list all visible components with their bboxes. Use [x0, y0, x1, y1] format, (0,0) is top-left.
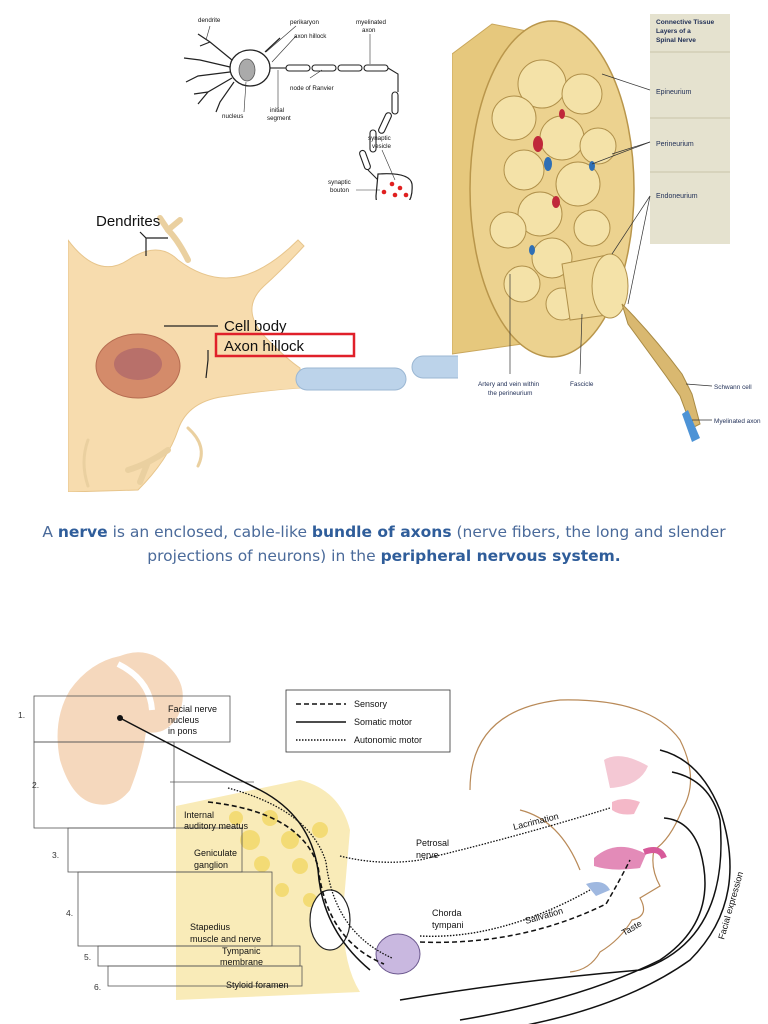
dendrite-lines [183, 33, 281, 113]
legend-title-3: Spinal Nerve [656, 37, 696, 44]
label-tympanic-1: Tympanic [222, 946, 261, 956]
cell-body-shape [68, 239, 305, 492]
label-geniculate-1: Geniculate [194, 848, 237, 858]
facial-nerve-diagram: 1. 2. 3. 4. 5. 6. Sensory Somatic motor … [18, 652, 745, 1024]
caption-text-1: A [42, 523, 58, 541]
label-synaptic-bouton-1: synaptic [328, 179, 351, 186]
label-lacrimation: Lacrimation [512, 811, 560, 832]
label-initial-segment-1: initial [270, 107, 284, 114]
label-artery-vein-2: the perineurium [488, 390, 532, 397]
axon-hillock-highlight-box [214, 332, 356, 358]
label-styloid: Styloid foramen [226, 980, 289, 990]
label-tympanic-2: membrane [220, 957, 263, 967]
axon-core [682, 410, 700, 442]
label-axon-hillock: Axon hillock [224, 338, 305, 355]
lacrimal-gland [612, 799, 640, 815]
label-stapedius-2: muscle and nerve [190, 934, 261, 944]
level-3: 3. [52, 850, 59, 860]
label-chorda-2: tympani [432, 920, 464, 930]
pons-shape [57, 652, 183, 805]
label-taste: Taste [620, 918, 644, 937]
label-petrosal-2: nerve [416, 850, 439, 860]
cell-leaders [139, 231, 218, 379]
head-outline [469, 699, 692, 973]
legend-epineurium: Epineurium [656, 89, 692, 96]
nucleus-shape [238, 58, 256, 82]
nerve-definition-caption: A nerve is an enclosed, cable-like bundl… [40, 520, 728, 568]
caption-term-nerve: nerve [57, 523, 108, 541]
label-facial-nucleus-3: in pons [168, 726, 198, 736]
level-2: 2. [32, 780, 39, 790]
label-node-of-ranvier: node of Ranvier [290, 85, 334, 92]
label-initial-segment-2: segment [267, 115, 291, 122]
neuron-schematic: dendrite perikaryon axon hillock myelina… [183, 17, 413, 218]
label-facial-nucleus-2: nucleus [168, 715, 200, 725]
label-artery-vein-1: Artery and vein within [478, 381, 540, 388]
label-dendrite: dendrite [198, 17, 221, 24]
label-geniculate-2: ganglion [194, 860, 228, 870]
fascicles [489, 59, 617, 321]
pathway-legend [285, 689, 451, 753]
label-internal-meatus-1: Internal [184, 810, 214, 820]
level-4: 4. [66, 908, 73, 918]
myelin-sheath-2 [411, 355, 458, 379]
level-5: 5. [84, 952, 91, 962]
label-synaptic-bouton-2: bouton [330, 187, 349, 194]
label-axon-hillock: axon hillock [294, 33, 327, 40]
label-internal-meatus-2: auditory meatus [184, 821, 249, 831]
nerve-pathways [119, 717, 731, 1024]
salivary-gland [586, 882, 610, 896]
blood-vessels [529, 109, 595, 255]
label-fascicle: Fascicle [570, 381, 594, 388]
myelinated-axon-strand [621, 303, 701, 429]
label-petrosal-1: Petrosal [416, 838, 449, 848]
label-chorda-1: Chorda [432, 908, 462, 918]
label-cell-body: Cell body [224, 318, 287, 335]
caption-text-3: (nerve fibers, the long and slender proj… [147, 523, 726, 565]
nerve-cross-section: Connective Tissue Layers of a Spinal Ner… [452, 14, 761, 442]
legend-sensory: Sensory [354, 699, 388, 709]
level-brackets [33, 695, 303, 987]
legend-autonomic-motor: Autonomic motor [354, 735, 422, 745]
legend-panel [650, 14, 730, 244]
myelin-sheath-1 [295, 367, 407, 391]
label-myelinated-axon: Myelinated axon [714, 418, 761, 425]
label-synaptic-vesicle-2: vesicle [372, 143, 391, 150]
label-facial-expression: Facial expression [716, 870, 745, 940]
legend-title-2: Layers of a [656, 28, 691, 35]
nucleolus-shape [114, 348, 162, 380]
legend-somatic-motor: Somatic motor [354, 717, 412, 727]
label-perikaryon: perikaryon [290, 19, 319, 26]
legend-title-1: Connective Tissue [656, 19, 714, 26]
level-1: 1. [18, 710, 25, 720]
forehead-muscle [604, 756, 648, 788]
neuron-cell-illustration: Dendrites Cell body Axon hillock [68, 200, 458, 492]
label-dendrites: Dendrites [96, 213, 160, 230]
label-nucleus: nucleus [222, 113, 243, 120]
caption-term-bundle: bundle of axons [311, 523, 452, 541]
label-myelinated-axon-1: myelinated [356, 19, 386, 26]
myelinated-axon-shape [270, 64, 399, 181]
label-synaptic-vesicle-1: synaptic [368, 135, 391, 142]
dendrite-branches [125, 215, 191, 485]
caption-text-2: is an enclosed, cable-like [107, 523, 312, 541]
tympanic-membrane-shape [375, 933, 421, 975]
label-facial-nucleus-1: Facial nerve [168, 704, 217, 714]
legend-perineurium: Perineurium [656, 141, 694, 148]
tongue-shape [594, 846, 646, 870]
legend-endoneurium: Endoneurium [656, 193, 698, 200]
label-stapedius-1: Stapedius [190, 922, 231, 932]
level-6: 6. [94, 982, 101, 992]
label-myelinated-axon-2: axon [362, 27, 376, 34]
caption-term-pns: peripheral nervous system. [380, 547, 621, 565]
label-schwann-cell: Schwann cell [714, 384, 752, 391]
cross-section-leaders [509, 73, 713, 421]
